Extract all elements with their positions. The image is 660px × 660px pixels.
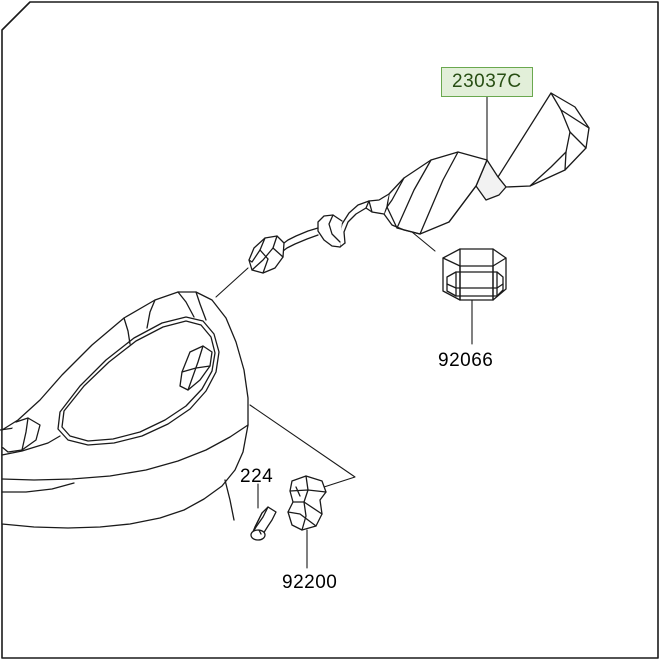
part-label-23037c[interactable]: 23037C: [441, 67, 533, 97]
part-label-224[interactable]: 224: [240, 466, 274, 487]
leader-lamp-to-plug: [411, 231, 436, 252]
turn-signal-lamp: [282, 92, 590, 252]
leader-fairing-to-washer: [249, 404, 356, 488]
part-label-92066[interactable]: 92066: [438, 350, 494, 371]
screw-part: [250, 506, 277, 541]
fairing-cowl: [0, 291, 249, 529]
harness-connector: [248, 235, 285, 274]
leader-connector-to-fairing: [215, 267, 249, 298]
plug-part: [442, 248, 507, 301]
part-label-92200[interactable]: 92200: [282, 572, 338, 593]
washer-clip-part: [287, 475, 327, 531]
